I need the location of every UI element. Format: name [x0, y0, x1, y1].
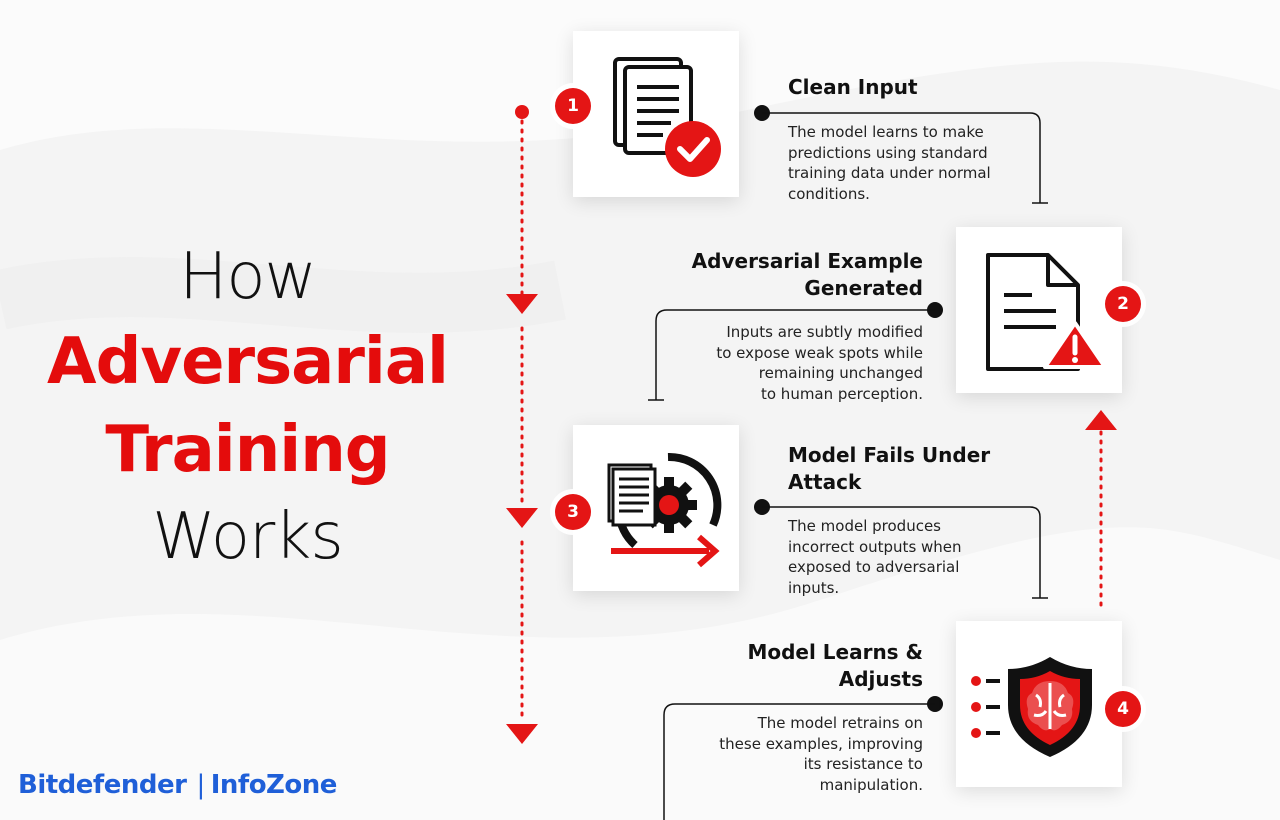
- documents-check-icon: [613, 57, 721, 177]
- title-adversarial: Adversarial: [47, 325, 449, 399]
- step-3-title: Model Fails Under Attack: [788, 443, 991, 494]
- step-1-description: The model learns to make predictions usi…: [788, 123, 991, 203]
- step-2-badge: 2: [1105, 286, 1141, 322]
- step-4-card: [956, 621, 1122, 787]
- title-works: Works: [152, 500, 343, 574]
- step-4-badge: 4: [1105, 691, 1141, 727]
- title-how: How: [179, 240, 317, 314]
- step-1-title: Clean Input: [788, 75, 918, 99]
- brand-name: Bitdefender: [18, 770, 187, 800]
- document-gear-arrow-icon: [607, 452, 722, 568]
- step-3-card: [573, 425, 739, 591]
- step-2-card: [956, 227, 1122, 393]
- step-3-badge: 3: [555, 494, 591, 530]
- step-2-title: Adversarial Example Generated: [691, 249, 923, 300]
- step-1-card: [573, 31, 739, 197]
- step-4-title: Model Learns & Adjusts: [747, 640, 923, 691]
- brand-separator: |: [196, 770, 205, 800]
- step-2-description: Inputs are subtly modified to expose wea…: [716, 323, 923, 403]
- brand-section: InfoZone: [210, 770, 338, 800]
- brand-logo: Bitdefender |InfoZone: [18, 770, 337, 800]
- step-1-badge: 1: [555, 88, 591, 124]
- title-training: Training: [105, 413, 390, 487]
- shield-brain-icon: [971, 657, 1092, 757]
- document-warning-icon: [986, 253, 1107, 371]
- step-4-description: The model retrains on these examples, im…: [719, 714, 923, 794]
- step-3-description: The model produces incorrect outputs whe…: [788, 517, 962, 597]
